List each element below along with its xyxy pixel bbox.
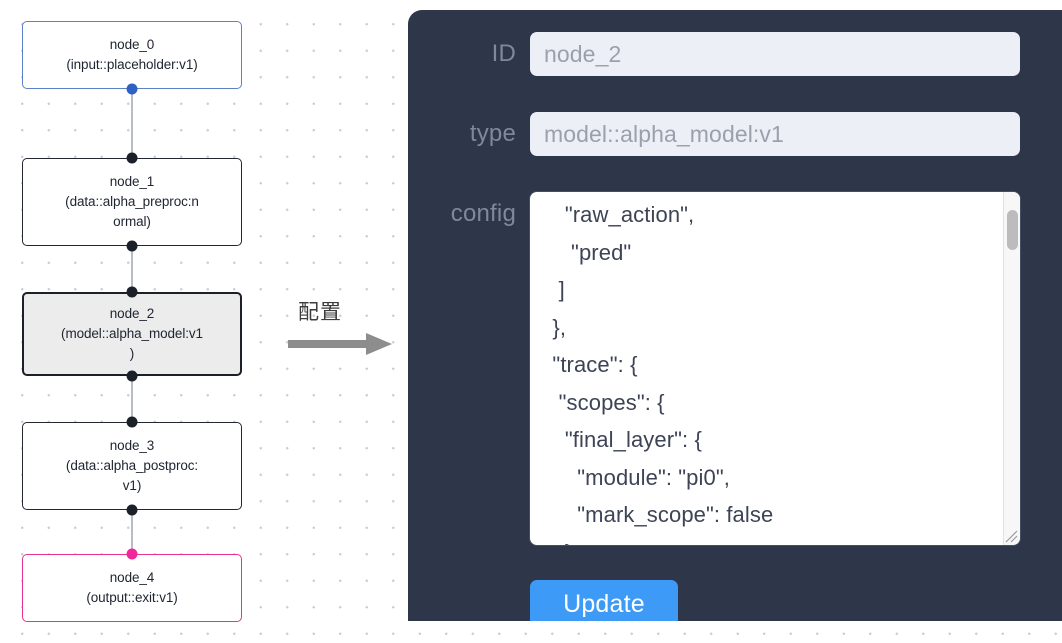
field-row-id: ID node_2 (408, 32, 1062, 76)
update-button[interactable]: Update (530, 580, 678, 621)
node-title: node_3 (109, 438, 155, 453)
node-title: node_1 (109, 174, 155, 189)
config-scrollbar[interactable] (1003, 192, 1020, 545)
config-textarea-wrapper: "raw_action", "pred" ] }, "trace": { "sc… (530, 192, 1020, 545)
node-title: node_4 (109, 570, 155, 585)
port-node_1-out[interactable] (126, 240, 138, 252)
config-field-label: config (450, 200, 516, 227)
graph-node-node_0[interactable]: node_0 (input::placeholder:v1) (22, 21, 242, 89)
port-node_3-out[interactable] (126, 504, 138, 516)
field-row-config: config "raw_action", "pred" ] }, "trace"… (408, 192, 1062, 545)
node-subtitle: (output::exit:v1) (86, 590, 178, 605)
node-subtitle-line2: v1) (122, 478, 142, 493)
port-node_0-out[interactable] (126, 83, 138, 95)
config-scrollbar-thumb[interactable] (1006, 210, 1018, 250)
edge-node1-node2 (131, 246, 133, 292)
annotation-group: 配置 (288, 296, 398, 360)
node-subtitle-line2: ormal) (113, 214, 151, 229)
port-node_3-in[interactable] (126, 416, 138, 428)
node-subtitle-line1: (model::alpha_model:v1 (61, 326, 203, 341)
graph-node-node_1[interactable]: node_1 (data::alpha_preproc:n ormal) (22, 158, 242, 246)
graph-node-node_3[interactable]: node_3 (data::alpha_postproc: v1) (22, 422, 242, 510)
field-row-type: type model::alpha_model:v1 (408, 112, 1062, 156)
edge-node0-node1 (131, 89, 133, 158)
node-subtitle-line2: ) (129, 346, 135, 361)
annotation-label: 配置 (298, 300, 342, 324)
config-textarea[interactable]: "raw_action", "pred" ] }, "trace": { "sc… (552, 202, 774, 545)
node-title: node_2 (109, 306, 155, 321)
port-node_2-out[interactable] (126, 370, 138, 382)
node-subtitle-line1: (data::alpha_postproc: (65, 458, 199, 473)
graph-node-node_2[interactable]: node_2 (model::alpha_model:v1 ) (22, 292, 242, 376)
graph-node-node_4[interactable]: node_4 (output::exit:v1) (22, 554, 242, 622)
node-subtitle: (input::placeholder:v1) (66, 57, 198, 72)
node-title: node_0 (109, 37, 155, 52)
id-input[interactable]: node_2 (530, 32, 1020, 76)
edge-node2-node3 (131, 376, 133, 422)
edge-node3-node4 (131, 510, 133, 554)
port-node_4-in[interactable] (126, 548, 138, 560)
type-input[interactable]: model::alpha_model:v1 (530, 112, 1020, 156)
node-subtitle-line1: (data::alpha_preproc:n (65, 194, 199, 209)
type-field-label: type (469, 120, 516, 147)
port-node_2-in[interactable] (126, 286, 138, 298)
resize-handle-icon[interactable] (1003, 528, 1019, 544)
node-config-panel: ID node_2 type model::alpha_model:v1 con… (408, 10, 1062, 621)
port-node_1-in[interactable] (126, 152, 138, 164)
id-field-label: ID (491, 40, 516, 67)
arrow-right-icon (288, 333, 392, 355)
